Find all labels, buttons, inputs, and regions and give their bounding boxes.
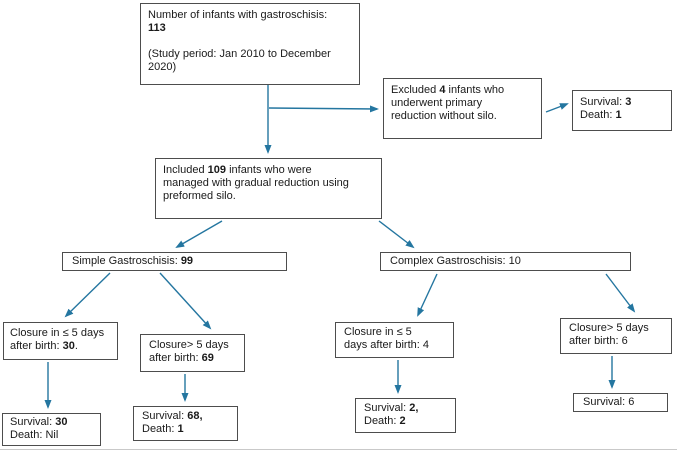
text-line: 2020) (148, 61, 177, 73)
text-line: Closure in ≤ 5 days (10, 327, 105, 339)
edge-complex-to-closure_complex_early (417, 273, 438, 317)
text-line: reduction without silo. (391, 110, 497, 122)
text-line (148, 35, 352, 48)
text-line: Complex Gastroschisis: 10 (390, 255, 521, 267)
text-line: after birth: 69 (149, 352, 214, 364)
text-line: Survival: 6 (583, 396, 635, 408)
edge-complex-to-closure_complex_late (605, 273, 636, 313)
text-line: Death: 1 (142, 423, 184, 435)
node-survival-complex-early: Survival: 2,Death: 2 (355, 398, 456, 433)
edge-excluded-to-survival_excluded (545, 103, 569, 113)
text-line: days after birth: 4 (344, 339, 429, 351)
edge-simple-to-closure_simple_early (64, 272, 111, 318)
text-line: Survival: 68, (142, 410, 203, 422)
text-line: 113 (148, 22, 166, 34)
text-line: Death: Nil (10, 429, 59, 441)
text-line: Survival: 3 (580, 96, 632, 108)
edge-included-to-complex (378, 220, 415, 249)
edge-included-to-simple (175, 220, 223, 249)
text-line: Death: 2 (364, 415, 406, 427)
text-line: after birth: 6 (569, 335, 628, 347)
text-line: managed with gradual reduction using (163, 177, 349, 189)
text-line: Survival: 2, (364, 402, 419, 414)
text-line: Excluded 4 infants who (391, 84, 505, 96)
text-line: Closure in ≤ 5 (344, 326, 412, 338)
text-line: Simple Gastroschisis: 99 (72, 255, 194, 267)
node-complex-gastroschisis: Complex Gastroschisis: 10 (380, 252, 631, 271)
text-line: after birth: 30. (10, 340, 78, 352)
text-line: Number of infants with gastroschisis: (148, 9, 328, 21)
text-line: preformed silo. (163, 190, 236, 202)
node-survival-complex-late: Survival: 6 (573, 393, 668, 412)
text-line: Closure> 5 days (149, 339, 229, 351)
node-survival-simple-late: Survival: 68,Death: 1 (133, 406, 238, 441)
edge-total-to-excluded (268, 105, 379, 113)
text-line: Death: 1 (580, 109, 622, 121)
text-line: Survival: 30 (10, 416, 68, 428)
node-total-infants: Number of infants with gastroschisis:113… (140, 3, 360, 85)
text-line: Included 109 infants who were (163, 164, 312, 176)
node-simple-gastroschisis: Simple Gastroschisis: 99 (62, 252, 287, 271)
edge-simple-to-closure_simple_late (159, 272, 212, 330)
text-line: Closure> 5 days (569, 322, 649, 334)
text-line: underwent primary (391, 97, 483, 109)
text-line: (Study period: Jan 2010 to December (148, 48, 331, 60)
